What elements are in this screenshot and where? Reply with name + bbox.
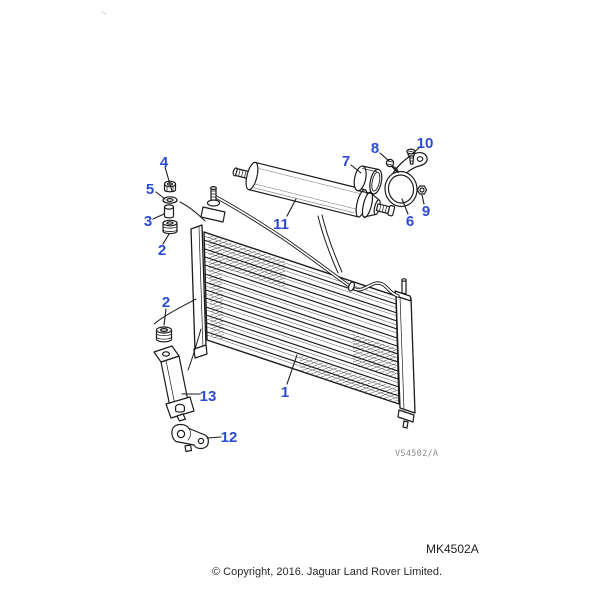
callout-8: 8 <box>371 140 379 157</box>
callout-4: 4 <box>160 154 169 171</box>
callout-labels: 4 5 3 2 2 13 12 1 11 7 8 10 6 9 <box>144 135 434 446</box>
condenser-drawing <box>153 186 416 429</box>
callout-12: 12 <box>221 429 238 446</box>
scan-artifact <box>101 11 107 15</box>
callout-2-upper: 2 <box>158 242 166 259</box>
catalog-code: MK4502A <box>426 542 479 556</box>
clamp-drawing <box>384 152 428 208</box>
bracket-13-drawing <box>153 345 195 422</box>
bracket-12-drawing <box>171 423 209 453</box>
callout-5: 5 <box>146 181 154 198</box>
sleeve-drawing <box>353 165 383 195</box>
callout-10: 10 <box>417 135 434 152</box>
callout-13: 13 <box>200 388 217 405</box>
mount-stack-drawing <box>162 180 178 235</box>
grommet-drawing <box>155 326 173 343</box>
callout-11: 11 <box>273 216 289 233</box>
drawing-ref-code: VS4502/A <box>395 449 438 459</box>
copyright-text: © Copyright, 2016. Jaguar Land Rover Lim… <box>212 566 443 578</box>
callout-leader-lines <box>152 147 425 439</box>
callout-3: 3 <box>144 213 152 230</box>
nut-drawing <box>416 185 428 195</box>
callout-6: 6 <box>406 213 414 230</box>
bolt-drawing <box>385 158 400 174</box>
callout-1: 1 <box>281 384 289 401</box>
callout-2-lower: 2 <box>162 294 170 311</box>
callout-7: 7 <box>342 153 350 170</box>
callout-9: 9 <box>422 203 430 220</box>
